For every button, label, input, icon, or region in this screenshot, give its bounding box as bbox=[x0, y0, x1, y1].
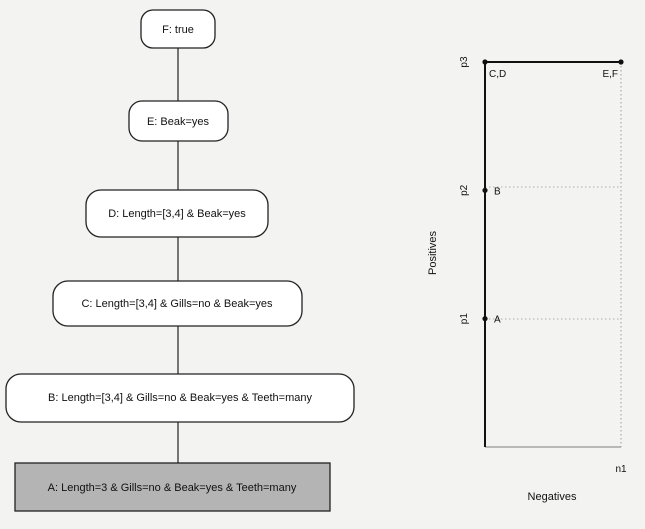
coverage-path bbox=[484, 61, 621, 447]
node-e-label: E: Beak=yes bbox=[147, 116, 210, 128]
x-axis-label: Negatives bbox=[528, 491, 577, 503]
point-label: A bbox=[494, 315, 501, 326]
node-e-box bbox=[128, 100, 229, 142]
coverage-points: A B C,D E,F bbox=[482, 59, 624, 326]
node-f: F: true bbox=[140, 9, 216, 49]
node-f-label: F: true bbox=[162, 24, 194, 36]
y-ticks: p1 p2 p3 bbox=[459, 56, 470, 324]
node-d: D: Length=[3,4] & Beak=yes bbox=[85, 189, 269, 238]
x-tick-label: n1 bbox=[615, 464, 627, 475]
node-c: C: Length=[3,4] & Gills=no & Beak=yes bbox=[52, 280, 303, 327]
node-b-label: B: Length=[3,4] & Gills=no & Beak=yes & … bbox=[48, 392, 312, 404]
y-tick-label: p3 bbox=[459, 56, 470, 68]
point-label: C,D bbox=[489, 69, 506, 80]
x-ticks: n1 bbox=[615, 464, 627, 475]
point-label: E,F bbox=[602, 69, 618, 80]
point-label: B bbox=[494, 186, 501, 197]
node-d-box bbox=[85, 189, 269, 238]
node-a: A: Length=3 & Gills=no & Beak=yes & Teet… bbox=[14, 462, 331, 512]
node-c-box bbox=[52, 280, 303, 327]
node-a-label: A: Length=3 & Gills=no & Beak=yes & Teet… bbox=[48, 482, 297, 494]
y-tick-label: p1 bbox=[459, 313, 470, 325]
node-b: B: Length=[3,4] & Gills=no & Beak=yes & … bbox=[5, 373, 355, 423]
coverage-point bbox=[482, 187, 488, 193]
y-axis-label: Positives bbox=[427, 230, 439, 275]
node-f-box bbox=[140, 9, 216, 49]
coverage-point bbox=[482, 316, 488, 322]
y-tick-label: p2 bbox=[459, 184, 470, 196]
coverage-chart: p1 p2 p3 n1 A B C,D E,F Positives Negatives bbox=[427, 56, 627, 503]
coverage-point bbox=[618, 59, 624, 65]
node-a-box bbox=[14, 462, 331, 512]
tree-nodes: F: true E: Beak=yes D: Length=[3,4] & Be… bbox=[5, 9, 355, 512]
node-b-box bbox=[5, 373, 355, 423]
node-d-label: D: Length=[3,4] & Beak=yes bbox=[108, 208, 246, 220]
coverage-point bbox=[482, 59, 488, 65]
node-c-label: C: Length=[3,4] & Gills=no & Beak=yes bbox=[81, 298, 273, 310]
node-e: E: Beak=yes bbox=[128, 100, 229, 142]
